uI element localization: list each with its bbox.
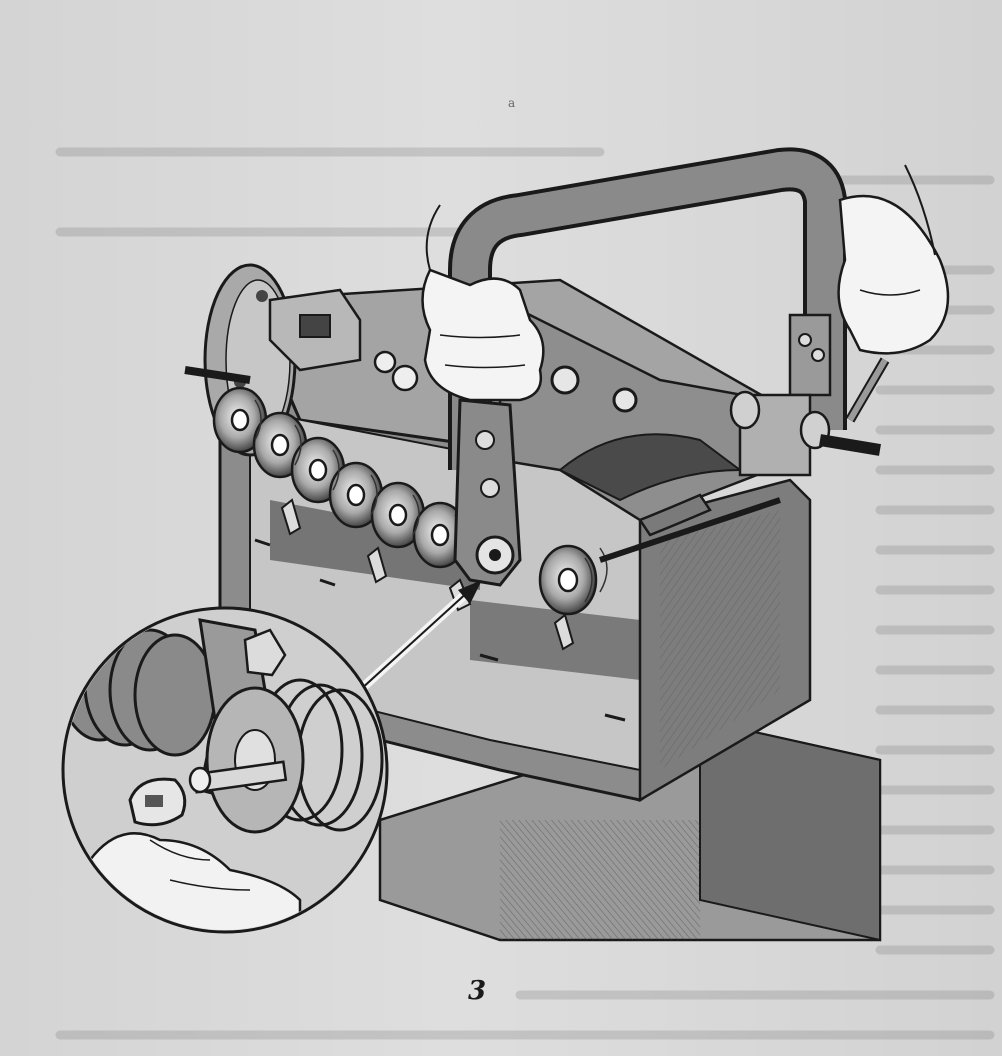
detail-inset: [61, 606, 389, 934]
corner-mark: a: [508, 96, 516, 110]
gear-7: [538, 544, 598, 616]
support-block: [378, 718, 882, 942]
gear-6: [412, 501, 468, 569]
left-hand: [421, 204, 545, 402]
right-hand: [837, 164, 950, 355]
end-flange: [184, 263, 362, 457]
c-frame-puller: [448, 147, 890, 587]
callout-arrow: [356, 580, 482, 694]
figure-number: 3: [468, 976, 487, 1006]
gear-5: [370, 481, 426, 549]
